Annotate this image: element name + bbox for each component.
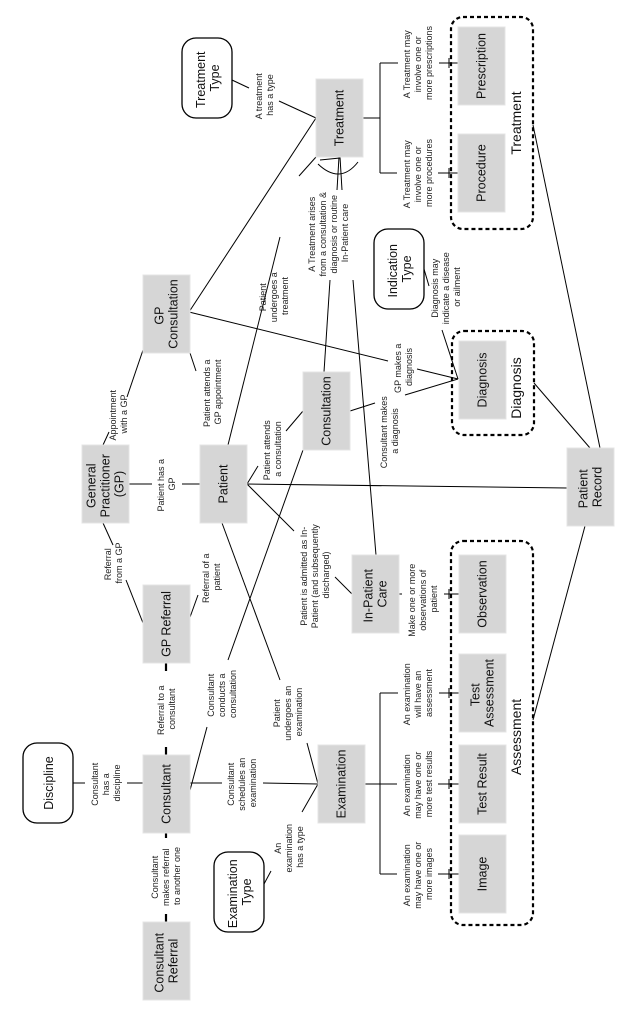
consultant-entity[interactable]: Consultant	[142, 754, 191, 834]
consultant-label: Consultant	[160, 764, 174, 824]
rel-exam-images: An examination may have one or more imag…	[402, 839, 434, 909]
patient-record-label: Patient Record	[577, 466, 605, 508]
treatment-label: Treatment	[333, 89, 347, 146]
rel-diagnosis-indicates: Diagnosis may indicate a disease or ailm…	[430, 250, 462, 325]
discipline-box[interactable]: Discipline	[22, 742, 74, 824]
diagnosis-entity[interactable]: Diagnosis	[458, 340, 507, 420]
observation-entity[interactable]: Observation	[458, 554, 507, 634]
rel-referral-of-patient: Referral of a patient	[201, 551, 222, 603]
rel-exam-assessment: An examination will have an assessment	[402, 661, 434, 726]
examination-entity[interactable]: Examination	[317, 744, 366, 824]
rel-gp-makes-diagnosis: GP makes a diagnosis	[393, 341, 414, 393]
treatment-type-label: Treatment Type	[194, 48, 222, 108]
indication-type-label: Indication Type	[386, 241, 414, 298]
examination-label: Examination	[335, 750, 349, 819]
procedure-entity[interactable]: Procedure	[457, 133, 506, 213]
rel-exam-test-results: An examination may have one or more test…	[402, 749, 434, 819]
diagnosis-group	[450, 329, 536, 437]
rel-appointment-with-gp: Appointment with a GP	[108, 387, 129, 440]
test-result-entity[interactable]: Test Result	[458, 744, 507, 824]
observation-label: Observation	[476, 560, 490, 627]
image-entity[interactable]: Image	[458, 834, 507, 914]
rel-observations: Make one or more observations of patient	[407, 561, 439, 637]
connectors	[73, 58, 601, 922]
test-assessment-label: Test Assessment	[469, 658, 497, 727]
treatment-group	[449, 15, 535, 231]
patient-label: Patient	[217, 464, 231, 503]
diagnosis-label: Diagnosis	[476, 353, 490, 408]
consultant-referral-label: Consultant Referral	[153, 929, 181, 992]
rel-treatment-has-type: A treatment has a type	[254, 71, 275, 120]
assessment-group	[449, 539, 535, 927]
treatment-type-box[interactable]: Treatment Type	[181, 37, 233, 119]
rel-patient-undergoes-exam: Patient undergoes an examination	[272, 683, 304, 741]
procedure-label: Procedure	[475, 144, 489, 202]
treatment-entity[interactable]: Treatment	[315, 78, 364, 158]
rel-patient-attends-gp: Patient attends a GP appointment	[202, 357, 223, 427]
rel-consultant-schedules: Consultant schedules an examination	[226, 755, 258, 811]
rel-treatment-arises: A Treatment arises from a consultation &…	[307, 189, 350, 276]
gp-consultation-label: GP Consultation	[153, 279, 181, 349]
patient-record-entity[interactable]: Patient Record	[566, 447, 615, 527]
patient-entity[interactable]: Patient	[199, 444, 248, 524]
rel-exam-has-type: An examination has a type	[273, 821, 305, 872]
diagnosis-group-label: Diagnosis	[508, 357, 524, 418]
general-practitioner-label: General Practitioner (GP)	[85, 451, 127, 518]
assessment-group-label: Assessment	[508, 699, 524, 775]
test-result-label: Test Result	[476, 753, 490, 815]
examination-type-box[interactable]: Examination Type	[213, 851, 265, 933]
gp-referral-label: GP Referral	[160, 591, 174, 657]
rel-patient-admitted: Patient is admitted as In- Patient (and …	[299, 522, 331, 629]
rel-treatment-procedures: A Treatment may involve one or more proc…	[402, 138, 434, 209]
image-label: Image	[476, 857, 490, 892]
examination-type-label: Examination Type	[226, 856, 254, 928]
general-practitioner-entity[interactable]: General Practitioner (GP)	[81, 444, 130, 524]
rel-patient-undergoes-treatment: Patient undergoes a treatment	[258, 270, 290, 323]
consultation-label: Consultation	[320, 376, 334, 446]
rel-consultant-conducts: Consultant conducts a consultation	[206, 670, 238, 718]
treatment-group-label: Treatment	[508, 91, 524, 154]
test-assessment-entity[interactable]: Test Assessment	[458, 653, 507, 733]
rel-patient-attends-consultation: Patient attends a consultation	[262, 418, 283, 481]
rel-patient-has-gp: Patient has a GP	[156, 456, 177, 511]
in-patient-care-label: In-Patient Care	[362, 566, 390, 623]
rel-referral-from-gp: Referral from a GP	[103, 542, 124, 583]
relationship-labels: A treatment has a type A Treatment may i…	[90, 25, 462, 908]
indication-type-box[interactable]: Indication Type	[373, 228, 425, 310]
consultation-entity[interactable]: Consultation	[302, 371, 351, 451]
rel-referral-to-consultant: Referral to a consultant	[156, 683, 177, 735]
rel-consultant-referral: Consultant makes referral to another one	[150, 846, 182, 906]
gp-referral-entity[interactable]: GP Referral	[142, 584, 191, 664]
in-patient-care-entity[interactable]: In-Patient Care	[351, 554, 400, 634]
rel-consultant-discipline: Consultant has a discipline	[90, 760, 122, 806]
discipline-label: Discipline	[42, 756, 56, 810]
rel-consultant-makes-diagnosis: Consultant makes a diagnosis	[379, 394, 400, 469]
consultant-referral-entity[interactable]: Consultant Referral	[142, 921, 191, 1001]
rel-treatment-prescriptions: A Treatment may involve one or more pres…	[402, 25, 434, 100]
prescription-label: Prescription	[475, 33, 489, 99]
prescription-entity[interactable]: Prescription	[457, 26, 506, 106]
gp-consultation-entity[interactable]: GP Consultation	[142, 274, 191, 354]
